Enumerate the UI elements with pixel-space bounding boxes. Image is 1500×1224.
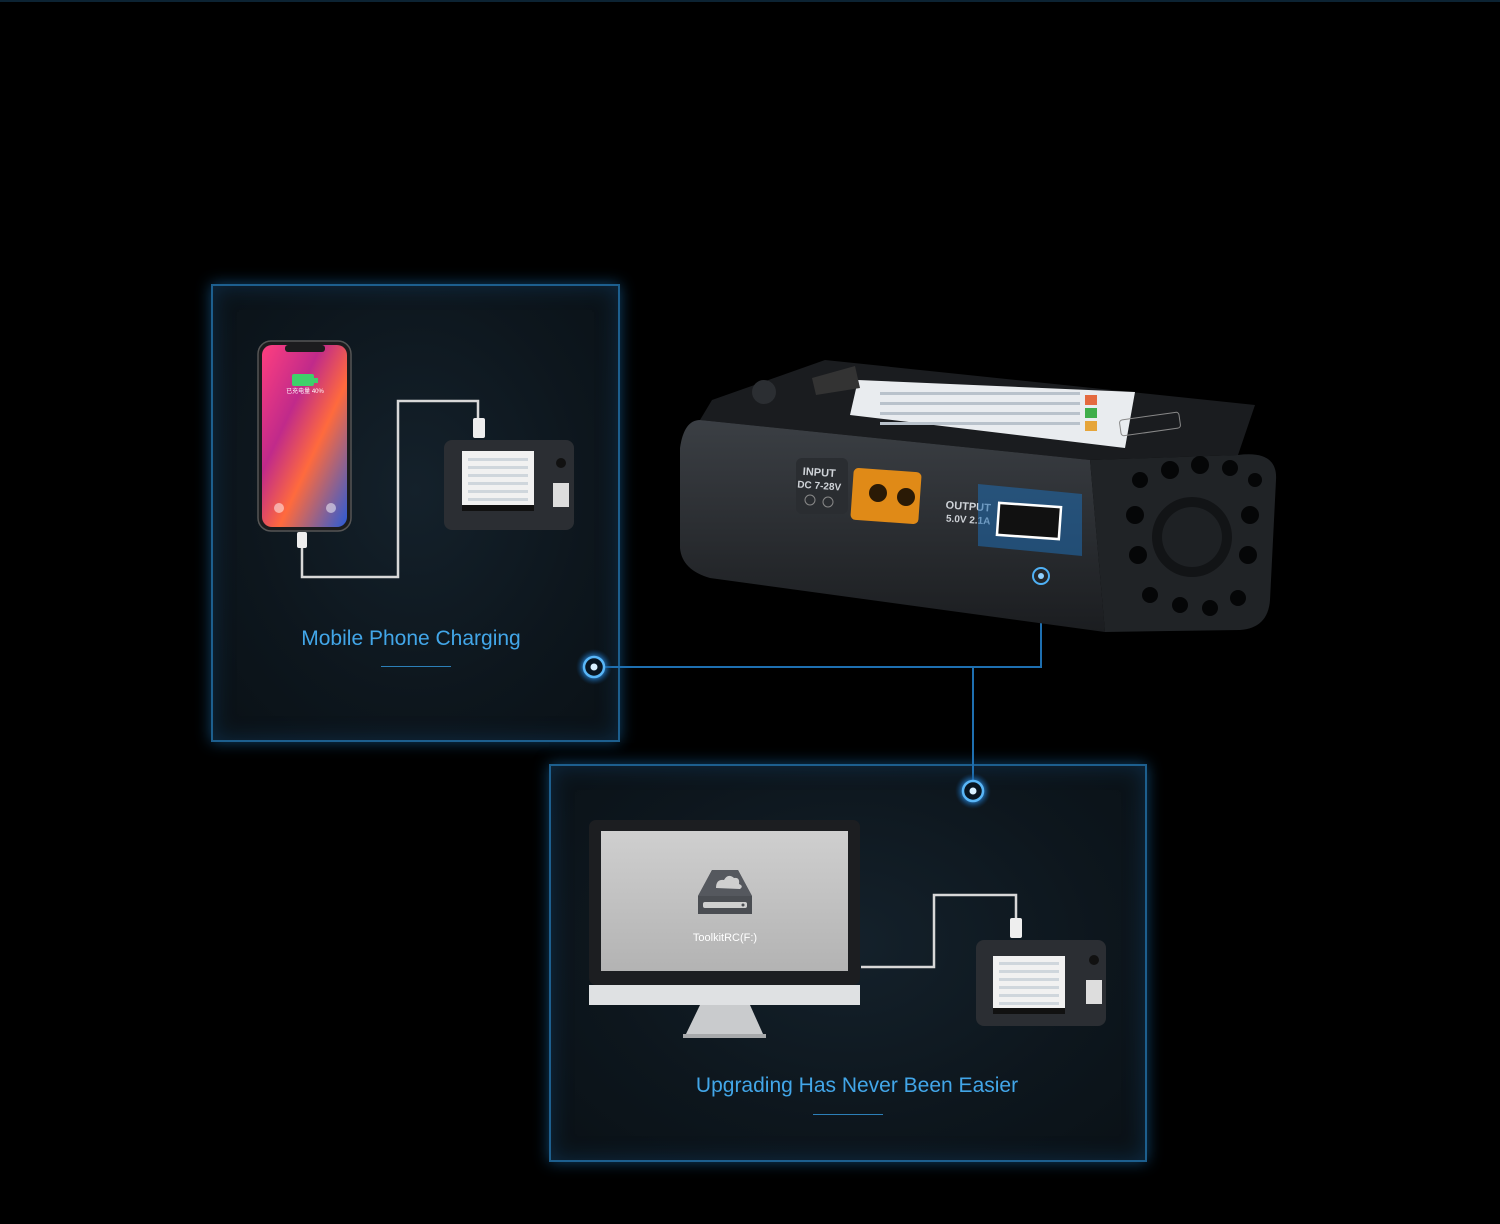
drive-label: ToolkitRC(F:) bbox=[693, 932, 757, 944]
upgrade-underline bbox=[813, 1114, 883, 1115]
phone-charging-title: Mobile Phone Charging bbox=[301, 627, 521, 650]
node-output bbox=[1032, 567, 1050, 585]
usb-port bbox=[995, 501, 1063, 541]
computer-cable bbox=[861, 893, 1018, 969]
phone-charging-underline bbox=[381, 666, 451, 667]
mini-charger-phone-panel bbox=[444, 440, 574, 530]
input-label: INPUT bbox=[802, 466, 836, 480]
input-spec: DC 7-28V bbox=[797, 479, 842, 493]
node-upgrade-panel bbox=[955, 773, 991, 809]
phone-cable bbox=[300, 399, 480, 579]
mini-charger-upgrade-panel bbox=[976, 940, 1106, 1026]
node-phone-panel bbox=[576, 649, 612, 685]
upgrade-title: Upgrading Has Never Been Easier bbox=[695, 1074, 1019, 1097]
top-divider bbox=[0, 0, 1500, 2]
phone-illustration: 已充电量 40% bbox=[257, 340, 352, 532]
computer-illustration: ToolkitRC(F:) bbox=[589, 820, 860, 1038]
phone-battery-text: 已充电量 40% bbox=[286, 387, 324, 395]
charger-main-device: INPUT DC 7-28V OUTPUT 5.0V 2.1A bbox=[680, 360, 1277, 632]
